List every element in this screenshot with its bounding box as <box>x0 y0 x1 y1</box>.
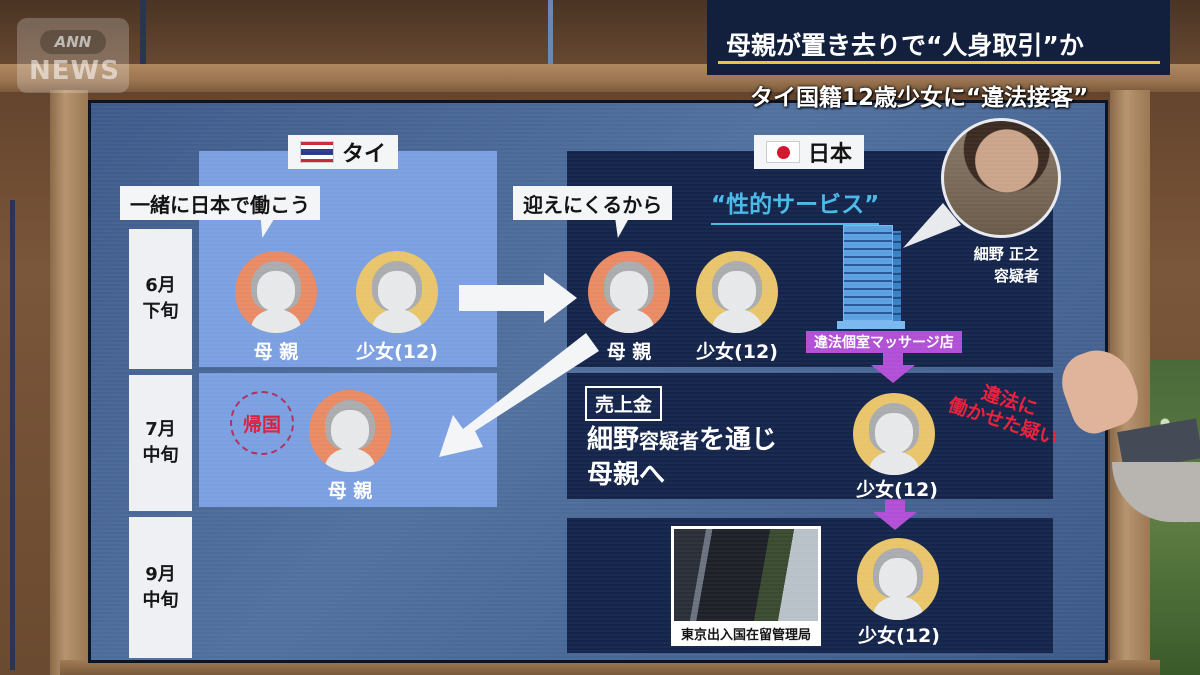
girl-avatar-icon <box>696 251 778 333</box>
down-arrow-icon <box>871 353 915 383</box>
thai-flag-icon <box>300 141 334 163</box>
ann-news-logo: ANN NEWS <box>17 18 129 93</box>
display-monitor: 6月下旬 7月中旬 9月中旬 タイ 日本 一緒に日本で働こう <box>88 100 1108 663</box>
studio-rail <box>10 200 15 670</box>
headline-text: 母親が置き去りで“人身取引”か <box>726 31 1084 60</box>
building-icon <box>843 225 893 321</box>
suspect-callout-tail <box>903 203 961 248</box>
girl-label: 少女(12) <box>856 479 938 501</box>
suspect-photo <box>941 118 1061 238</box>
service-heading: “性的サービス” <box>711 185 880 225</box>
japan-july-panel <box>567 373 1053 499</box>
country-label-thailand: タイ <box>288 135 399 169</box>
down-arrow-icon <box>873 500 917 530</box>
shop-tag: 違法個室マッサージ店 <box>806 331 962 353</box>
studio-rail <box>548 0 553 64</box>
sales-description: 細野容疑者を通じ 母親へ <box>587 425 778 490</box>
japan-flag-icon <box>766 141 800 163</box>
infographic-board: 6月下旬 7月中旬 9月中旬 タイ 日本 一緒に日本で働こう <box>91 103 1105 660</box>
mother-label: 母 親 <box>327 480 373 502</box>
mother-label: 母 親 <box>606 341 652 363</box>
quote-bubble-thailand: 一緒に日本で働こう <box>120 186 320 238</box>
girl-avatar-icon <box>853 393 935 475</box>
arrow-return-icon <box>439 333 599 457</box>
headline-underline <box>718 61 1160 64</box>
timeline-cell-july: 7月中旬 <box>129 375 192 511</box>
mother-avatar-icon <box>309 390 391 472</box>
immigration-bureau-photo: 東京出入国在留管理局 <box>671 526 821 646</box>
mother-avatar-icon <box>588 251 670 333</box>
return-home-badge: 帰国 <box>230 391 294 455</box>
frame-bottom <box>60 660 1160 675</box>
girl-avatar-icon <box>356 251 438 333</box>
mother-label: 母 親 <box>253 341 299 363</box>
subheadline-text: タイ国籍12歳少女に“違法接客” <box>750 85 1089 111</box>
timeline-cell-september: 9月中旬 <box>129 517 192 658</box>
sales-proceeds-tag: 売上金 <box>585 386 663 421</box>
mother-avatar-icon <box>235 251 317 333</box>
girl-avatar-icon <box>857 538 939 620</box>
girl-label: 少女(12) <box>858 625 940 647</box>
studio-rail <box>140 0 146 64</box>
timeline-cell-june: 6月下旬 <box>129 229 192 369</box>
country-label-japan: 日本 <box>754 135 865 169</box>
suspect-name: 細野 正之 容疑者 <box>973 245 1039 285</box>
arrow-right-icon <box>459 273 577 323</box>
frame-post-left <box>50 90 88 675</box>
girl-label: 少女(12) <box>696 341 778 363</box>
girl-label: 少女(12) <box>356 341 438 363</box>
quote-bubble-japan: 迎えにくるから <box>513 186 673 238</box>
